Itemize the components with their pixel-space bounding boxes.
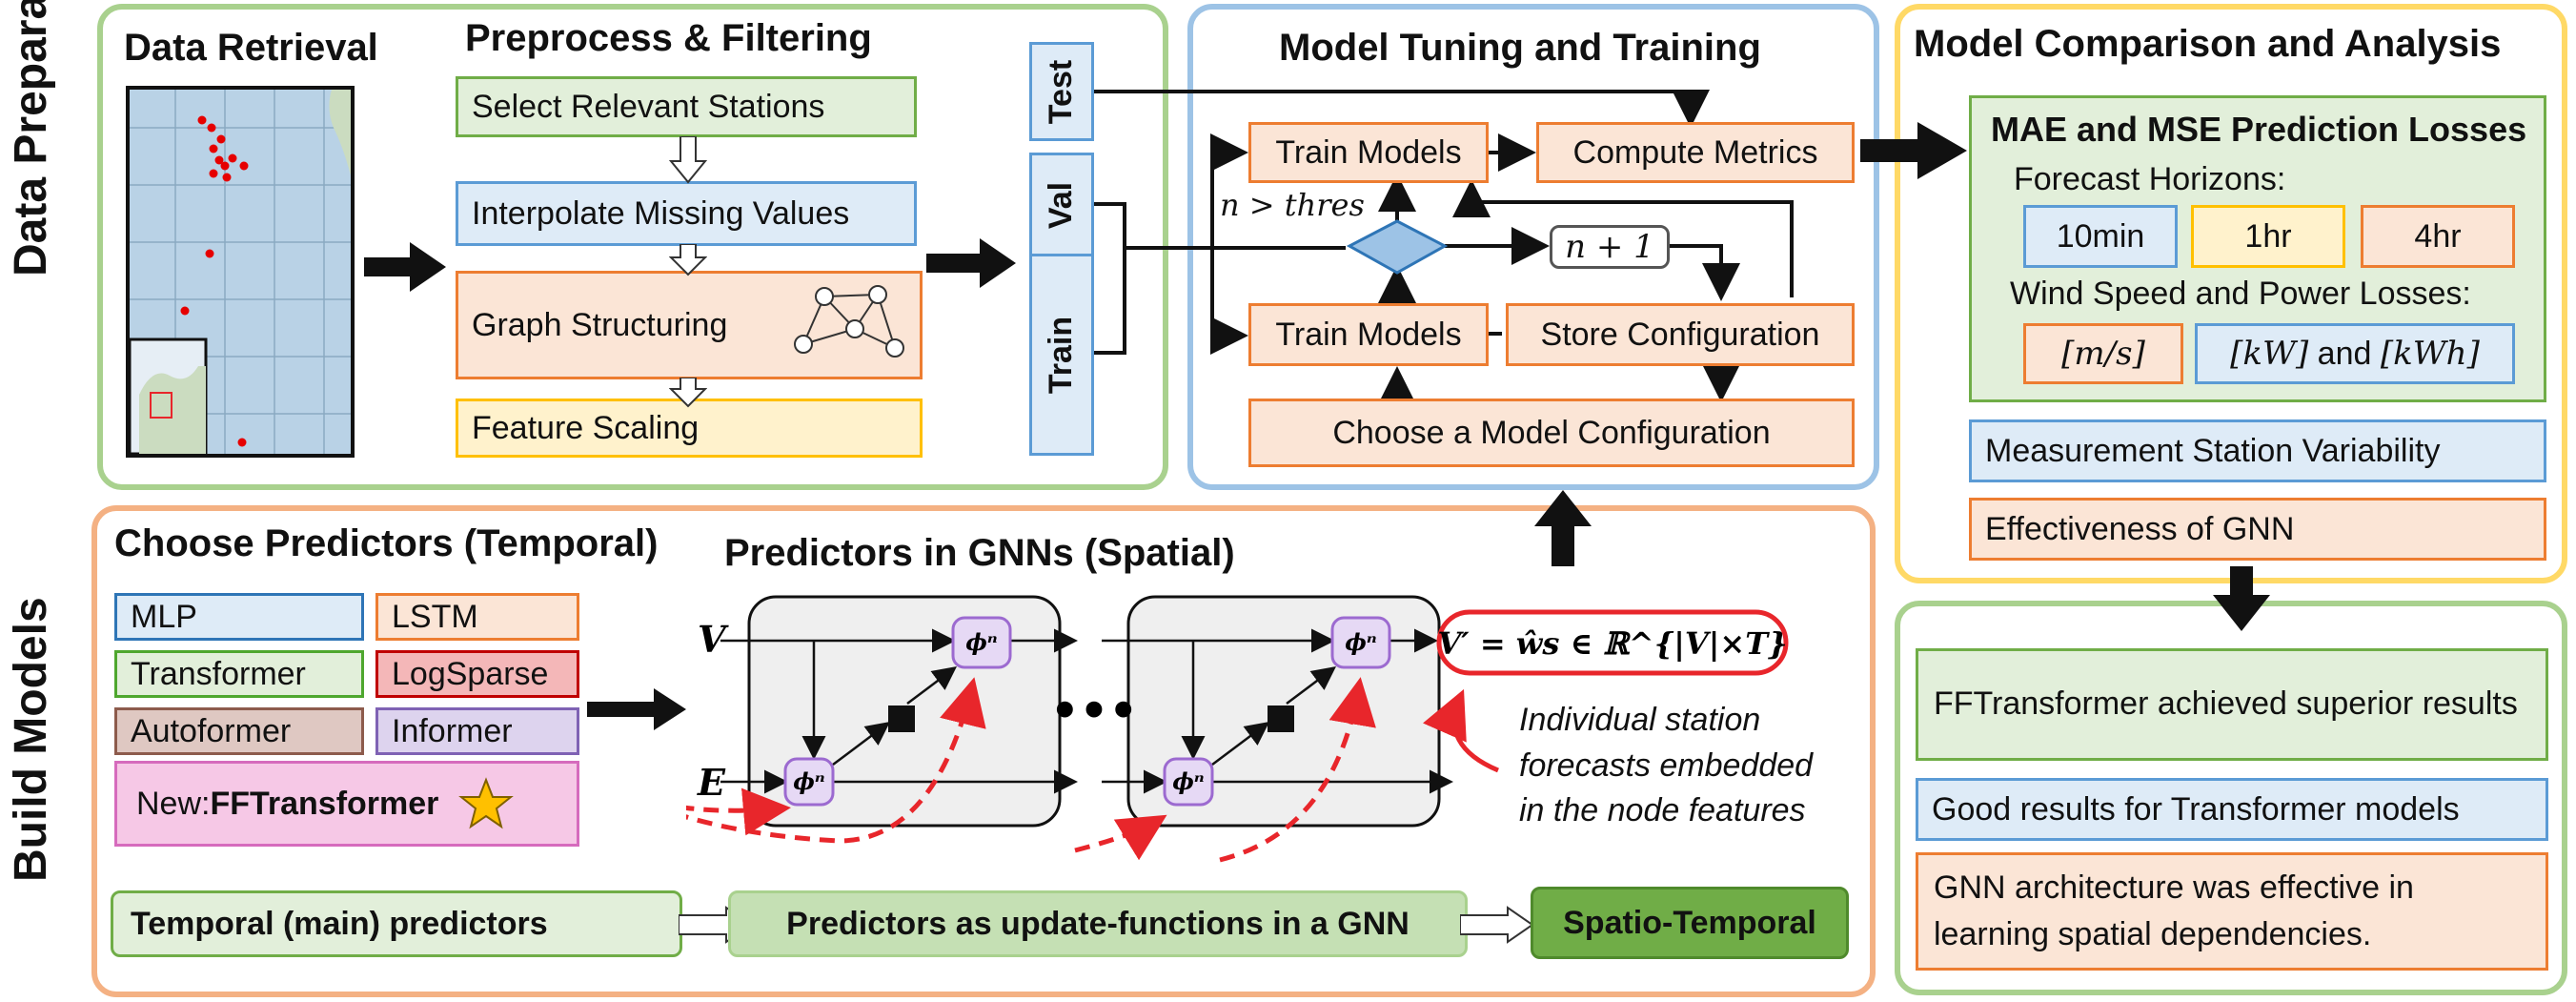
pipeline-spatio-temporal: Spatio-Temporal [1531, 887, 1849, 959]
split-test: Test [1029, 42, 1094, 141]
output-formula: V′ = ŵs ∈ ℝ^{|V|×T} [1437, 625, 1787, 662]
pipeline-temporal: Temporal (main) predictors [111, 890, 682, 957]
unit-kw: [kW] [2230, 335, 2309, 373]
step-select-stations: Select Relevant Stations [456, 76, 917, 137]
conclusion-transformer: Good results for Transformer models [1916, 778, 2548, 841]
step-feature-scaling: Feature Scaling [456, 399, 923, 458]
pipeline-arrow-2 [1460, 906, 1534, 944]
increment-box: n + 1 [1550, 225, 1670, 269]
train-models-top: Train Models [1248, 122, 1489, 183]
star-icon [458, 777, 515, 829]
step-graph-structuring-label: Graph Structuring [472, 306, 728, 343]
preprocess-title: Preprocess & Filtering [465, 17, 872, 59]
predictors-title: Choose Predictors (Temporal) [114, 522, 659, 564]
arrow-comparison-to-conclusions [2213, 566, 2270, 631]
annotation: Individual station forecasts embedded in… [1519, 698, 1813, 834]
arrow-training-to-comparison [1860, 122, 1967, 179]
pipeline-gnn: Predictors as update-functions in a GNN [728, 890, 1468, 957]
annotation-line-1: Individual station [1519, 702, 1761, 738]
threshold-condition: n > thres [1220, 187, 1365, 223]
gnn-title: Predictors in GNNs (Spatial) [724, 532, 1235, 574]
arrow-map-to-preprocess [364, 242, 446, 292]
horizon-10min: 10min [2023, 205, 2178, 268]
graph-e-label: E [697, 761, 726, 804]
hollow-arrow-down-1 [669, 136, 707, 184]
arrow-preprocess-to-splits [926, 238, 1016, 288]
compute-metrics: Compute Metrics [1536, 122, 1855, 183]
model-new-fftransformer: New: FFTransformer [114, 761, 579, 847]
gnn-diagram: ϕⁿ ϕⁿ ϕⁿ ϕⁿ V E ••• V′ = ŵs ∈ ℝ^{|V|×T} [686, 595, 1789, 863]
conclusion-gnn: GNN architecture was effective in learni… [1916, 852, 2548, 971]
model-informer: Informer [375, 707, 579, 755]
arrow-build-to-training [1534, 490, 1592, 566]
choose-configuration: Choose a Model Configuration [1248, 399, 1855, 467]
new-model-name: FFTransformer [210, 785, 439, 822]
train-models-bottom: Train Models [1248, 303, 1489, 366]
annotation-line-2: forecasts embedded [1519, 746, 1814, 784]
gnn-ellipsis: ••• [1050, 685, 1138, 738]
model-mlp: MLP [114, 593, 364, 641]
losses-label: Wind Speed and Power Losses: [2010, 276, 2471, 312]
split-train: Train [1029, 254, 1094, 456]
model-tuning-title: Model Tuning and Training [1279, 27, 1761, 69]
model-comparison-title: Model Comparison and Analysis [1914, 23, 2502, 65]
station-map-graphic [130, 90, 351, 454]
horizons-label: Forecast Horizons: [2014, 161, 2286, 197]
store-configuration: Store Configuration [1506, 303, 1855, 366]
unit-speed: [m/s] [2023, 323, 2183, 384]
unit-power: [kW] and [kWh] [2195, 323, 2515, 384]
conclusion-gnn-text: GNN architecture was effective in learni… [1934, 869, 2414, 952]
model-transformer: Transformer [114, 650, 364, 698]
arrow-models-to-gnn [587, 688, 686, 730]
phi-edge-2: ϕⁿ [1172, 767, 1205, 795]
annotation-line-3: in the node features [1519, 792, 1806, 829]
conclusion-fftransformer-text: FFTransformer achieved superior results [1934, 685, 2518, 723]
station-map [126, 86, 355, 458]
gnn-effectiveness: Effectiveness of GNN [1969, 498, 2546, 561]
hollow-arrow-down-3 [669, 378, 707, 408]
horizon-4hr: 4hr [2361, 205, 2515, 268]
step-graph-structuring: Graph Structuring [456, 271, 923, 379]
phi-edge-1: ϕⁿ [793, 767, 825, 795]
losses-title: MAE and MSE Prediction Losses [1991, 110, 2527, 149]
losses-group: MAE and MSE Prediction Losses Forecast H… [1969, 95, 2546, 402]
phi-node-2: ϕⁿ [1345, 628, 1377, 656]
conclusion-fftransformer: FFTransformer achieved superior results [1916, 648, 2548, 761]
new-prefix: New: [136, 785, 211, 822]
data-retrieval-title: Data Retrieval [124, 27, 378, 69]
model-logsparse: LogSparse [375, 650, 579, 698]
horizon-1hr: 1hr [2191, 205, 2345, 268]
graph-icon [794, 285, 904, 358]
station-variability: Measurement Station Variability [1969, 419, 2546, 482]
unit-kwh: [kWh] [2380, 335, 2480, 373]
graph-v-label: V [698, 618, 729, 661]
model-autoformer: Autoformer [114, 707, 364, 755]
model-lstm: LSTM [375, 593, 579, 641]
phi-node-1: ϕⁿ [965, 628, 998, 656]
hollow-arrow-down-2 [669, 244, 707, 276]
unit-and: and [2317, 335, 2372, 372]
